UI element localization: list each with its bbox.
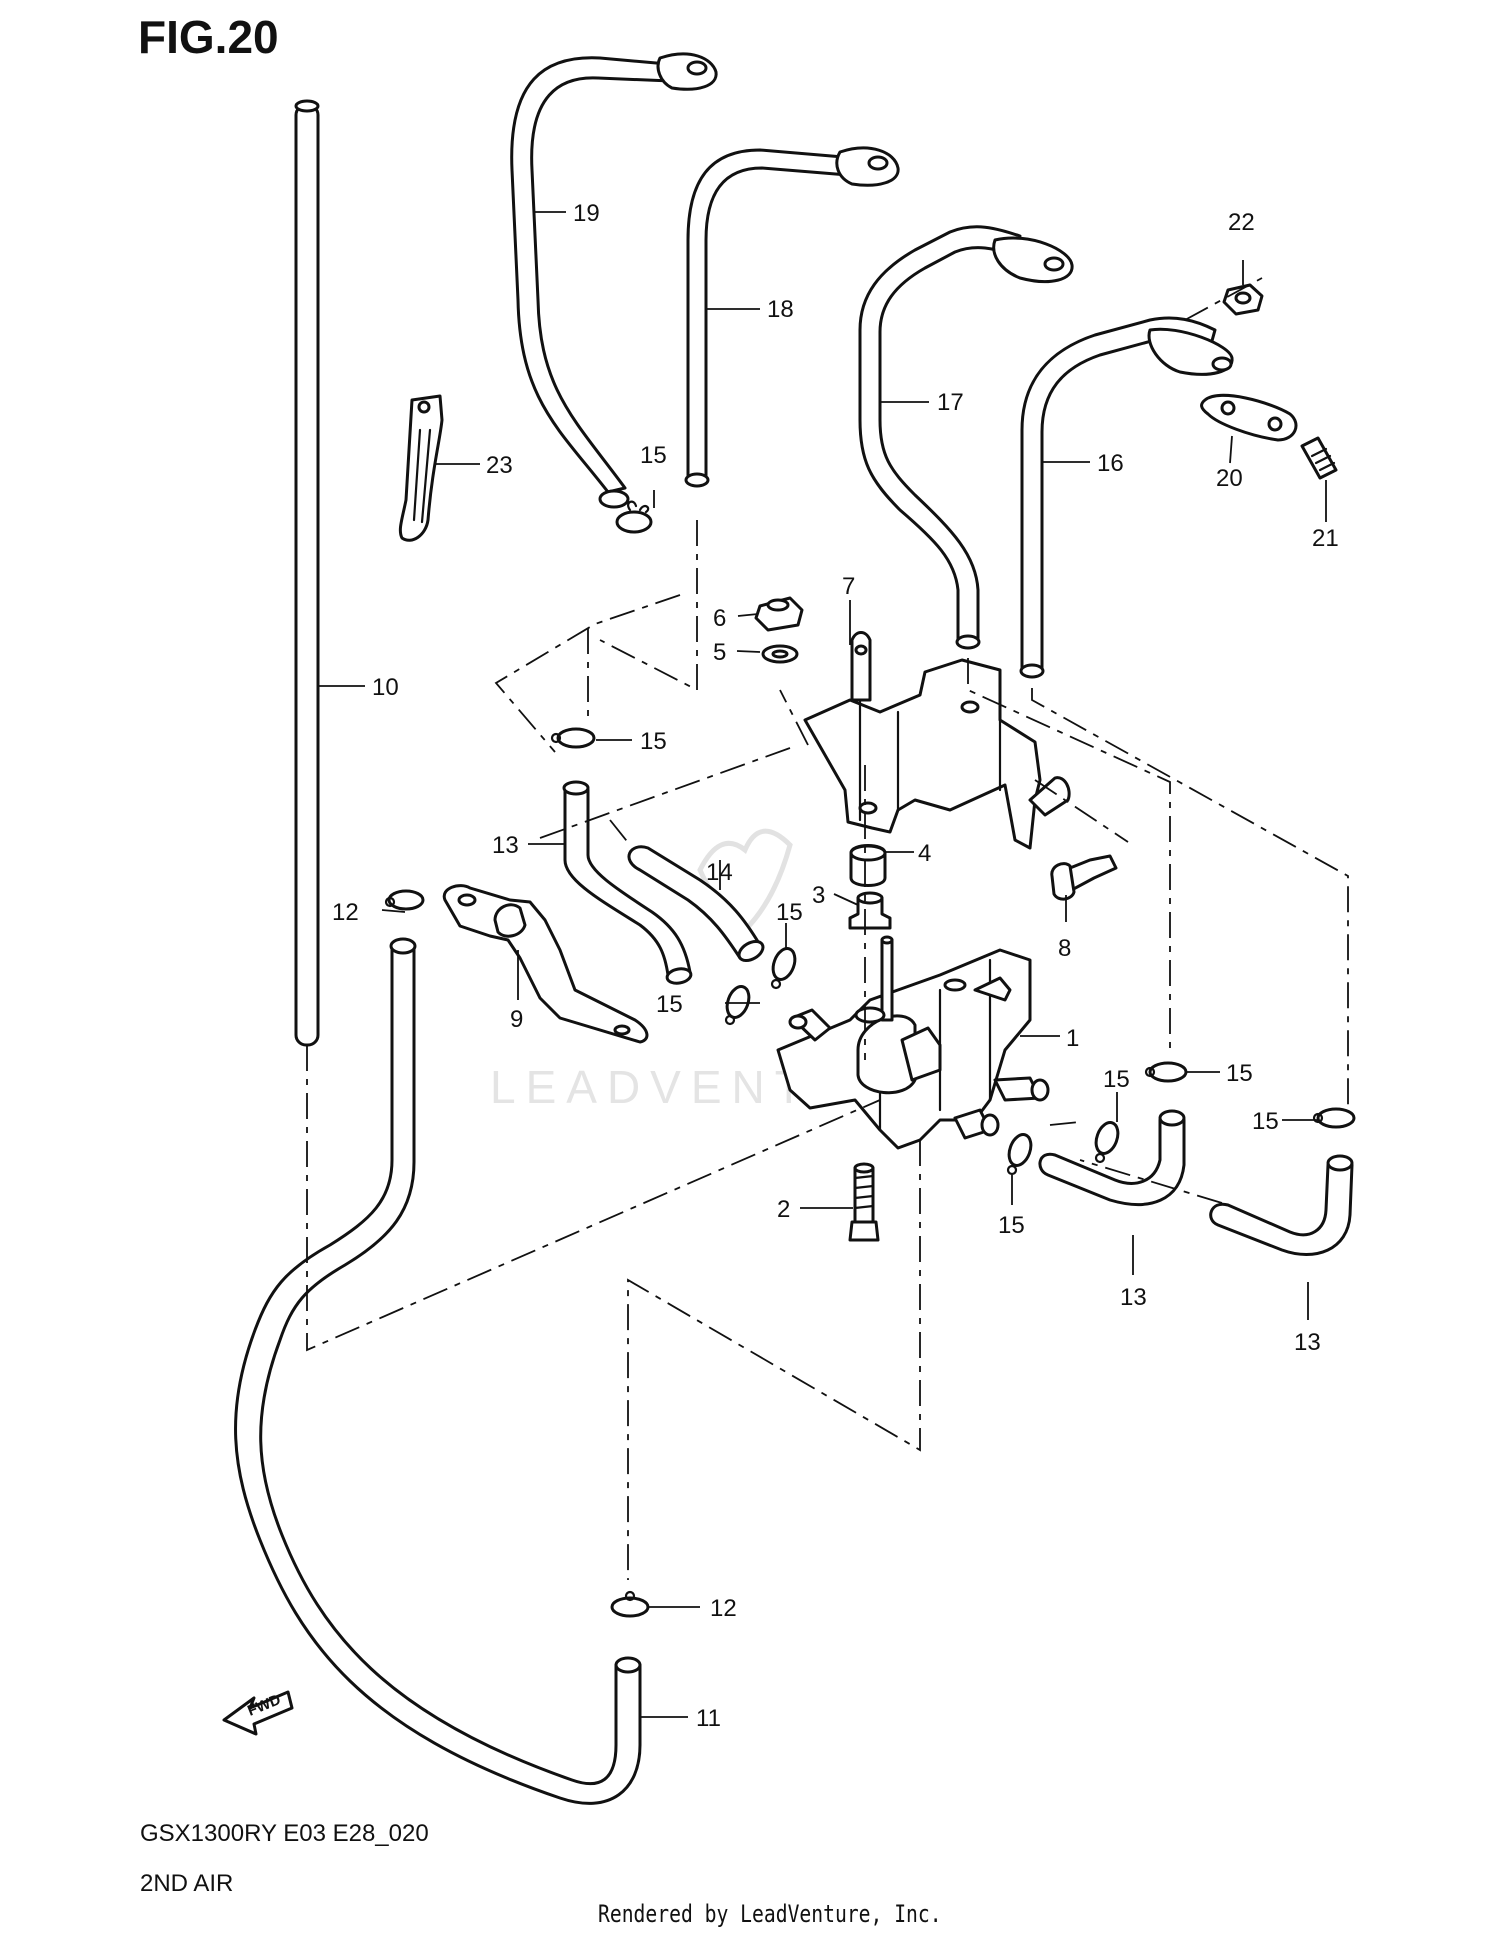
assembly-line: [599, 520, 698, 692]
callout-16: 16: [1097, 450, 1124, 477]
render-credit: Rendered by LeadVenture, Inc.: [598, 1900, 942, 1928]
bolt-2: [848, 1162, 880, 1242]
clamp-15-a: [615, 500, 653, 534]
hose-11: [234, 937, 642, 1805]
callout-18: 18: [767, 296, 794, 323]
collar-3: [848, 891, 892, 930]
hose-19: [510, 52, 718, 509]
clamp-12-bottom: [610, 1590, 650, 1618]
assembly-line: [1184, 277, 1263, 321]
hose-14: [627, 845, 765, 962]
callout-11: 11: [696, 1705, 721, 1732]
bracket-7: [803, 631, 1071, 850]
leader-lines: [318, 211, 1327, 1718]
assembly-line: [539, 747, 791, 839]
clamp-12-top: [384, 889, 425, 911]
callout-15-d: 15: [656, 991, 683, 1018]
callout-20: 20: [1216, 465, 1243, 492]
callout-15-a: 15: [640, 442, 667, 469]
assembly-line: [1034, 779, 1129, 843]
clamp-15-d: [724, 985, 751, 1026]
callout-4: 4: [918, 840, 931, 867]
callout-9: 9: [510, 1006, 523, 1033]
figure-title: FIG.20: [138, 11, 279, 63]
callout-13-left: 13: [492, 832, 519, 859]
washer-5: [761, 644, 799, 664]
clamp-15-f: [1094, 1121, 1120, 1164]
hose-13-right: [1038, 1109, 1186, 1206]
callout-22: 22: [1228, 209, 1255, 236]
stud-21: [1300, 436, 1338, 480]
clamp-15-h: [1312, 1107, 1356, 1129]
callout-2: 2: [777, 1196, 790, 1223]
assembly-line: [779, 689, 809, 746]
callout-23: 23: [486, 452, 513, 479]
assembly-line: [1031, 688, 1349, 1110]
gasket-20: [1200, 393, 1298, 442]
valve-1: [776, 935, 1050, 1150]
hose-18: [684, 146, 900, 488]
callout-13-far-right: 13: [1294, 1329, 1321, 1356]
assembly-line: [306, 1045, 881, 1352]
fwd-arrow-icon: FWD: [222, 1690, 294, 1736]
callout-1: 1: [1066, 1025, 1079, 1052]
callout-15-h: 15: [1252, 1108, 1279, 1135]
callout-6: 6: [713, 605, 726, 632]
assembly-line: [1079, 1159, 1223, 1204]
callout-15-b: 15: [640, 728, 667, 755]
callout-15-e: 15: [1226, 1060, 1253, 1087]
callout-8: 8: [1058, 935, 1071, 962]
callout-12-bottom: 12: [710, 1595, 737, 1622]
assembly-line: [967, 658, 1171, 1050]
hose-16: [1019, 316, 1234, 679]
clamp-15-b: [550, 727, 596, 749]
clamp-15-e: [1144, 1061, 1188, 1083]
bolt-8: [1050, 854, 1118, 901]
callout-13-right: 13: [1120, 1284, 1147, 1311]
callout-15-c: 15: [776, 899, 803, 926]
hose-17: [858, 225, 1074, 650]
callout-15-g: 15: [998, 1212, 1025, 1239]
callout-3: 3: [812, 882, 825, 909]
assembly-line: [609, 819, 631, 846]
pipe-10-end: [294, 99, 320, 113]
clamp-15-c: [770, 947, 797, 990]
assembly-line: [1049, 1121, 1081, 1126]
cushion-4: [849, 844, 887, 887]
callout-19: 19: [573, 200, 600, 227]
hose-13-far-right: [1209, 1154, 1354, 1256]
callout-5: 5: [713, 639, 726, 666]
bracket-9: [442, 884, 649, 1044]
assembly-line: [627, 1140, 921, 1580]
callout-15-f: 15: [1103, 1066, 1130, 1093]
callout-12-top: 12: [332, 899, 359, 926]
callout-17: 17: [937, 389, 964, 416]
section-name: 2ND AIR: [140, 1870, 234, 1897]
callout-10: 10: [372, 674, 399, 701]
model-code: GSX1300RY E03 E28_020: [140, 1820, 429, 1847]
nut-6: [754, 596, 804, 632]
callout-21: 21: [1312, 525, 1339, 552]
strap-23: [398, 394, 444, 542]
assembly-line: [494, 594, 681, 753]
pipe-10: [294, 103, 320, 1047]
callout-14: 14: [706, 859, 733, 886]
callout-7: 7: [842, 573, 855, 600]
clamp-15-g: [1006, 1133, 1033, 1176]
hose-13-left: [562, 780, 693, 985]
